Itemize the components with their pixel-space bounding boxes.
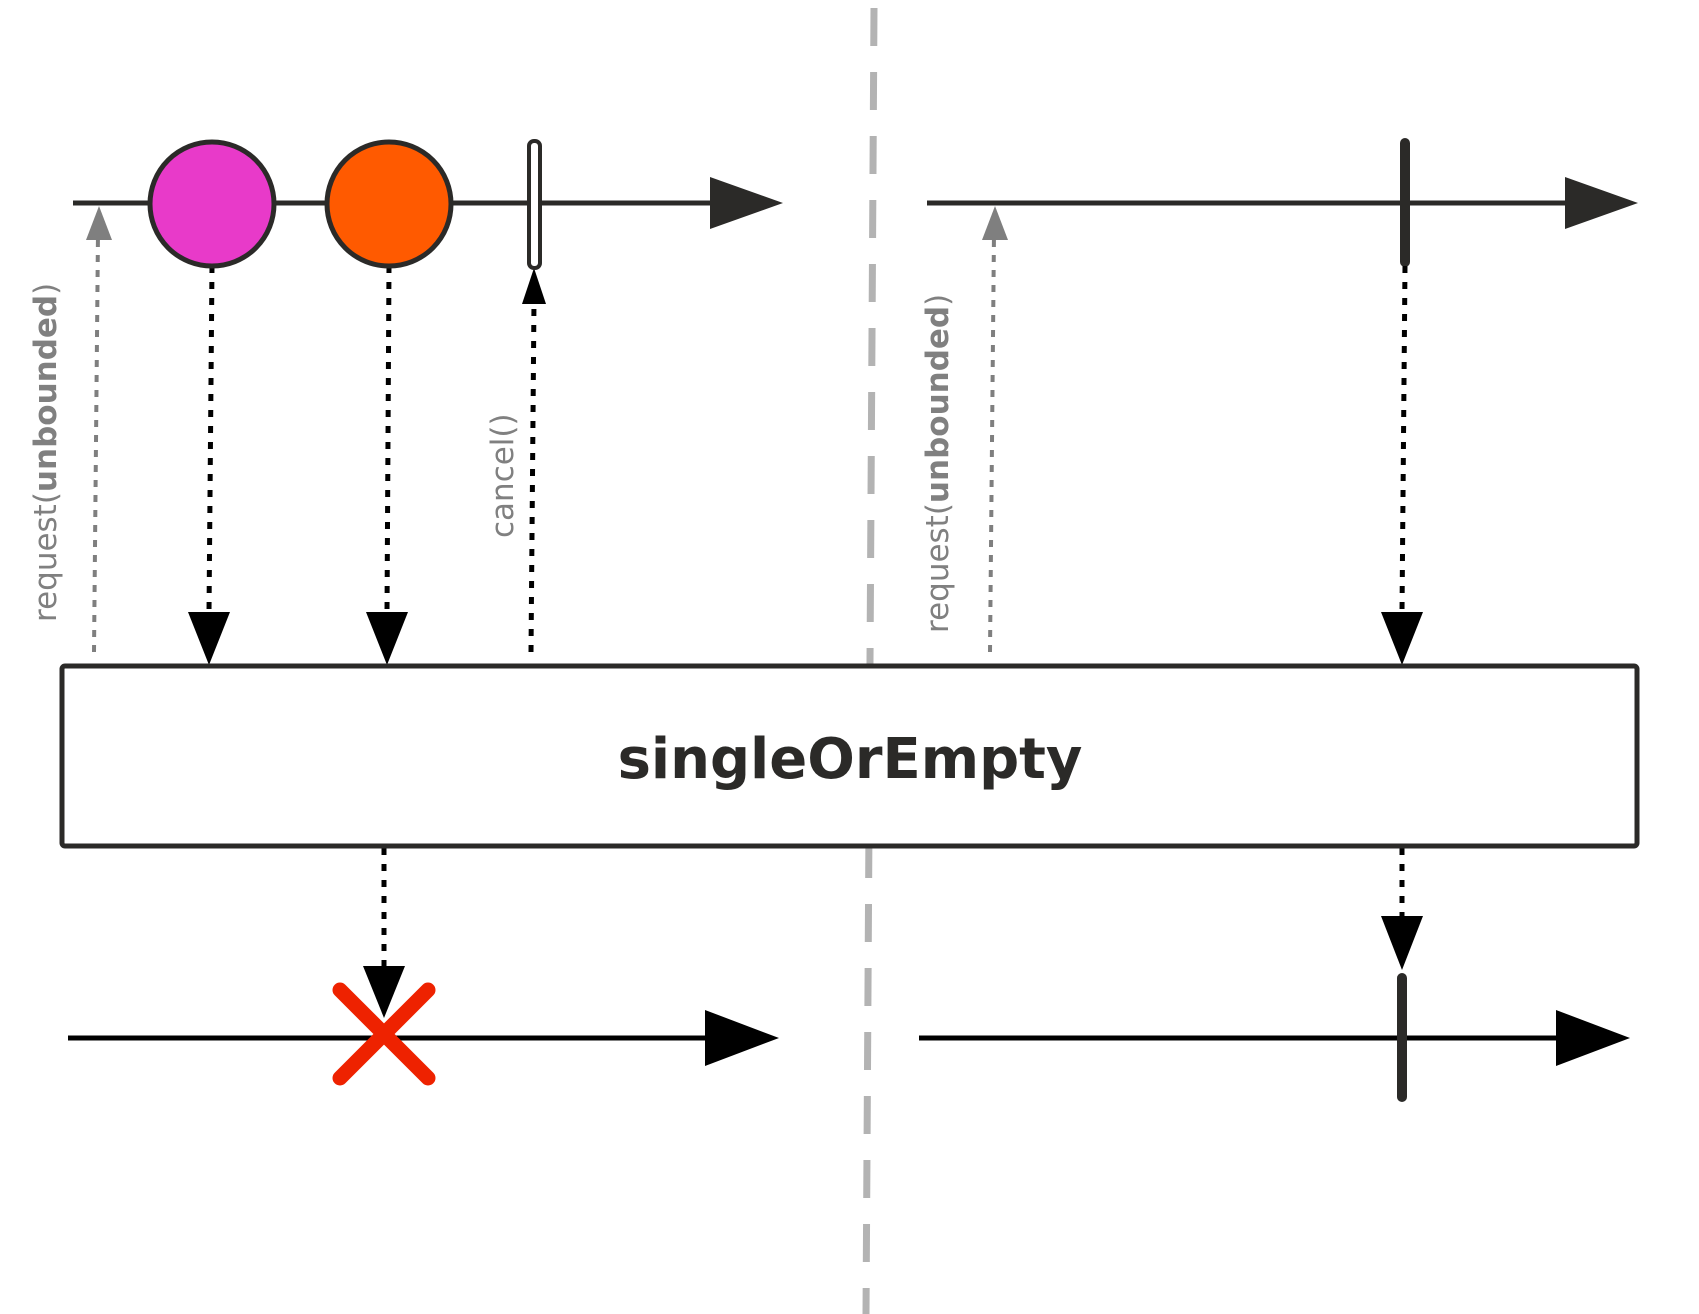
left-emission-arrow-1: [206, 265, 215, 613]
left-request-arrowhead: [86, 206, 112, 240]
magenta-marble: [147, 139, 277, 269]
left-emission-arrow-2: [384, 265, 392, 613]
left-request-arrow-line: [92, 231, 100, 653]
orange-marble: [324, 139, 454, 269]
right-request-arrow-line: [988, 231, 996, 653]
left-cancel-arrow-line: [528, 299, 537, 653]
left-cancel-arrowhead: [522, 268, 546, 304]
scenario-divider: [862, 7, 878, 1314]
operator-title: singleOrEmpty: [618, 727, 1083, 792]
left-request-label: request(unbounded): [28, 283, 64, 622]
right-scenario: request(unbounded): [919, 138, 1638, 1102]
left-output-timeline-arrowhead: [705, 1010, 779, 1066]
right-output-arrowhead: [1381, 916, 1423, 970]
right-complete-arrowhead: [1381, 612, 1423, 665]
right-output-timeline-arrowhead: [1556, 1010, 1630, 1066]
right-request-arrowhead: [982, 206, 1008, 240]
operator-box: singleOrEmpty: [59, 663, 1640, 849]
left-cancel-marker: [527, 139, 542, 270]
left-scenario: request(unbounded) cancel(): [28, 139, 783, 1086]
left-emission-arrowhead-1: [188, 612, 230, 665]
right-source-timeline-arrowhead: [1565, 177, 1638, 229]
right-complete-arrow: [1399, 265, 1408, 613]
right-request-label: request(unbounded): [920, 294, 956, 633]
left-cancel-label: cancel(): [485, 413, 521, 538]
left-output-arrowhead: [363, 966, 405, 1018]
error-x-icon: [332, 982, 436, 1086]
left-emission-arrowhead-2: [366, 612, 408, 665]
left-source-timeline-arrowhead: [710, 177, 783, 229]
